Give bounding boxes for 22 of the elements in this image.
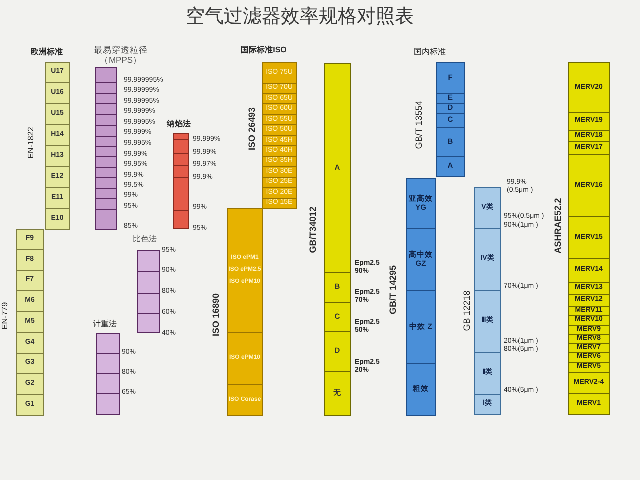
standard-name: GB/T34012 [309,206,319,254]
column-heading: 比色法 [133,236,157,244]
standard-name: GB/T 13554 [415,100,425,150]
scale-bar [95,67,117,230]
group-heading: 国际标准ISO [241,46,287,56]
grade-cell [227,208,263,333]
chart-title: 空气过滤器效率规格对照表 [186,6,414,28]
standard-name: EN-1822 [28,127,36,159]
column-heading: 最易穿透粒径（MPPS） [94,44,148,66]
group-heading: 国内标准 [414,48,446,58]
standard-name: EN-779 [2,302,10,330]
column-heading: 计重法 [93,320,117,330]
standard-name: GB/T 14295 [389,265,399,315]
scale-bar [96,333,120,415]
column-heading: 纳焰法 [167,120,191,130]
standard-name: ISO 26493 [248,107,258,151]
group-heading: 欧洲标准 [31,48,63,58]
standard-name: ISO 16890 [212,293,222,337]
scale-bar [137,250,160,333]
standard-name: ASHRAE52.2 [554,198,564,254]
standard-name: GB 12218 [463,290,473,332]
scale-bar [173,133,189,229]
